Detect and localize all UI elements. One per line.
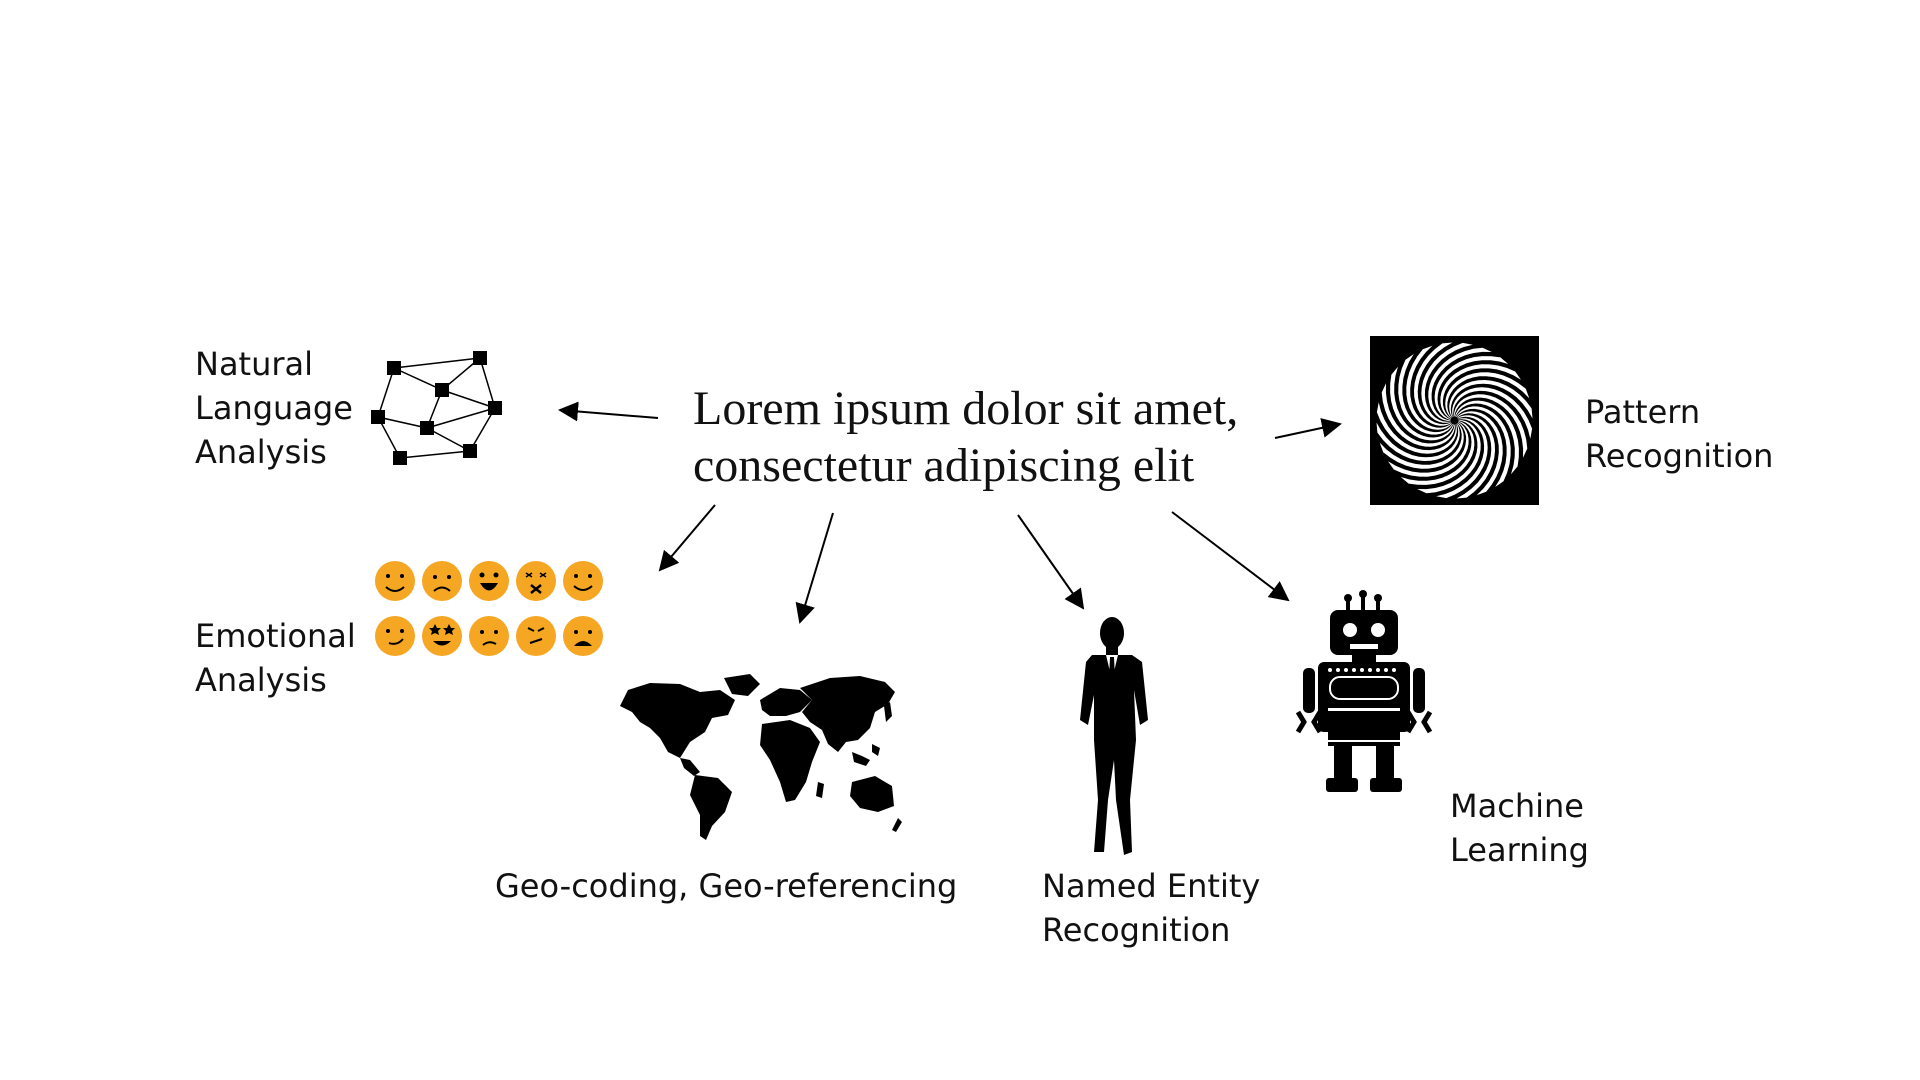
central-topic-line-2: consectetur adipiscing elit	[693, 439, 1195, 492]
arrow-to-ner	[1017, 514, 1085, 610]
spiral-arm	[1428, 347, 1492, 422]
arrow-to-ml	[1171, 511, 1290, 602]
spiral-arm	[1434, 356, 1509, 421]
spiral-pattern-icon	[1370, 336, 1539, 505]
label-geo-coding: Geo-coding, Geo-referencing	[495, 867, 958, 905]
arrow-to-nla	[558, 401, 659, 422]
label-machine-learning: Machine Learning	[1450, 787, 1589, 869]
network-graph-icon	[371, 351, 502, 465]
emoji-faces-icon	[375, 561, 603, 656]
businessman-silhouette-icon	[1080, 617, 1148, 855]
spiral-arm	[1449, 380, 1533, 421]
spiral-arm	[1452, 387, 1533, 439]
robot-icon	[1295, 590, 1433, 792]
world-map-icon	[620, 674, 902, 840]
spiral-arm	[1417, 419, 1481, 494]
arrow-to-geo	[795, 512, 834, 624]
arrow-to-emotional	[658, 504, 716, 572]
spiral-arm	[1421, 342, 1473, 423]
arrow-to-pattern	[1274, 418, 1342, 439]
label-pattern-recognition: Pattern Recognition	[1585, 393, 1774, 475]
spiral-arm	[1376, 402, 1457, 454]
label-named-entity-recognition: Named Entity Recognition	[1042, 867, 1261, 949]
spiral-arm	[1454, 415, 1495, 499]
spiral-arm	[1436, 418, 1488, 499]
spiral-arm	[1454, 400, 1519, 475]
spiral-center	[1450, 416, 1459, 425]
spiral-arm	[1453, 394, 1528, 458]
spiral-arm	[1414, 342, 1455, 426]
spiral-arm	[1381, 383, 1456, 447]
central-topic: Lorem ipsum dolor sit amet, consectetur …	[693, 380, 1238, 494]
spiral-arm	[1400, 420, 1475, 485]
central-topic-line-1: Lorem ipsum dolor sit amet,	[693, 382, 1239, 435]
label-natural-language-analysis: Natural Language Analysis	[195, 345, 353, 471]
label-emotional-analysis: Emotional Analysis	[195, 617, 356, 699]
spiral-arm	[1390, 366, 1455, 441]
spiral-arm	[1376, 420, 1460, 461]
